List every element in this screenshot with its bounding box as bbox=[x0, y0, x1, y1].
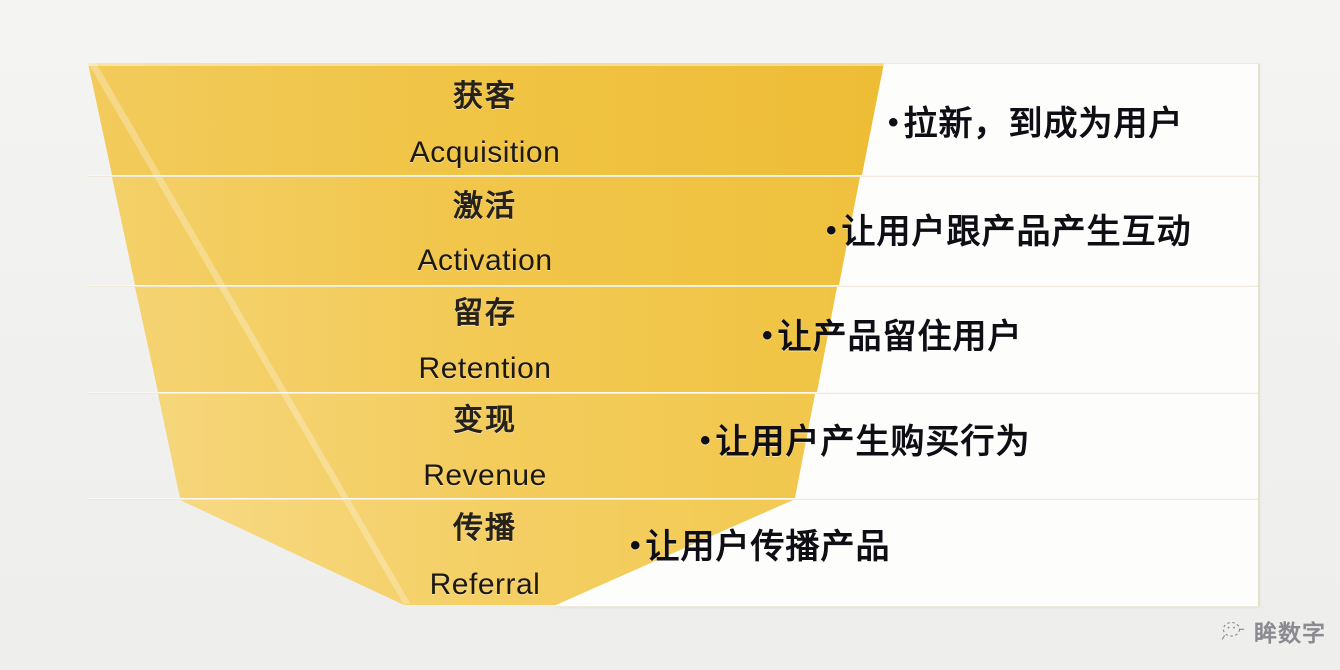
bullet-text-referral: 让用户传播产品 bbox=[645, 528, 891, 566]
funnel-segment-3b bbox=[135, 287, 837, 392]
bullet-marker-icon: • bbox=[700, 424, 712, 457]
bullet-marker-icon: • bbox=[762, 319, 774, 352]
funnel-segment-5 bbox=[180, 500, 793, 605]
stage-en-revenue: Revenue bbox=[423, 459, 547, 492]
stage-label-referral: 传播 bbox=[355, 514, 615, 544]
stage-en-activation: Activation bbox=[417, 244, 553, 277]
watermark: 眸数字 bbox=[1221, 614, 1326, 648]
stage-cn-retention: 留存 bbox=[453, 297, 517, 330]
bullet-text-revenue: 让用户产生购买行为 bbox=[715, 423, 1031, 461]
bullet-marker-icon: • bbox=[888, 106, 900, 139]
bullet-text-activation: 让用户跟产品产生互动 bbox=[841, 213, 1192, 251]
funnel-segment-1 bbox=[88, 63, 884, 175]
funnel-segment-2 bbox=[112, 177, 860, 285]
stage-label-retention: 留存 bbox=[355, 299, 615, 329]
stage-en-wrap-retention: Retention bbox=[355, 354, 615, 384]
bullet-text-retention: 让产品留住用户 bbox=[777, 318, 1023, 356]
bullet-item-retention: •让产品留住用户 bbox=[762, 309, 1023, 358]
stage-label-revenue: 变现 bbox=[355, 406, 615, 436]
funnel-left-highlight bbox=[88, 63, 410, 605]
wechat-icon bbox=[1221, 621, 1245, 640]
bullet-item-activation: •让用户跟产品产生互动 bbox=[826, 204, 1192, 253]
stage-en-wrap-acquisition: Acquisition bbox=[355, 138, 615, 168]
bullet-item-referral: •让用户传播产品 bbox=[630, 519, 891, 568]
row-separator-1 bbox=[88, 175, 1258, 177]
funnel-segment-4b bbox=[158, 394, 815, 498]
funnel-top-highlight bbox=[88, 63, 884, 66]
stage-label-acquisition: 获客 bbox=[355, 82, 615, 112]
stage-cn-revenue: 变现 bbox=[453, 404, 517, 437]
stage-cn-referral: 传播 bbox=[453, 512, 517, 545]
stage-cn-acquisition: 获客 bbox=[453, 80, 517, 113]
stage-en-referral: Referral bbox=[429, 568, 541, 601]
stage-en-retention: Retention bbox=[418, 352, 552, 385]
row-separator-2 bbox=[88, 285, 1258, 287]
stage-en-wrap-referral: Referral bbox=[355, 570, 615, 600]
bullet-marker-icon: • bbox=[826, 214, 838, 247]
watermark-text: 眸数字 bbox=[1254, 621, 1326, 647]
bullet-text-acquisition: 拉新，到成为用户 bbox=[903, 105, 1184, 143]
bullet-item-revenue: •让用户产生购买行为 bbox=[700, 414, 1031, 463]
bullet-marker-icon: • bbox=[630, 529, 642, 562]
row-separator-4 bbox=[88, 498, 1258, 500]
stage-cn-activation: 激活 bbox=[453, 190, 517, 223]
bullet-item-acquisition: •拉新，到成为用户 bbox=[888, 96, 1184, 145]
stage-en-acquisition: Acquisition bbox=[409, 136, 561, 169]
stage-label-activation: 激活 bbox=[355, 192, 615, 222]
stage-en-wrap-revenue: Revenue bbox=[355, 461, 615, 491]
row-separator-3 bbox=[88, 392, 1258, 394]
stage-en-wrap-activation: Activation bbox=[355, 246, 615, 276]
